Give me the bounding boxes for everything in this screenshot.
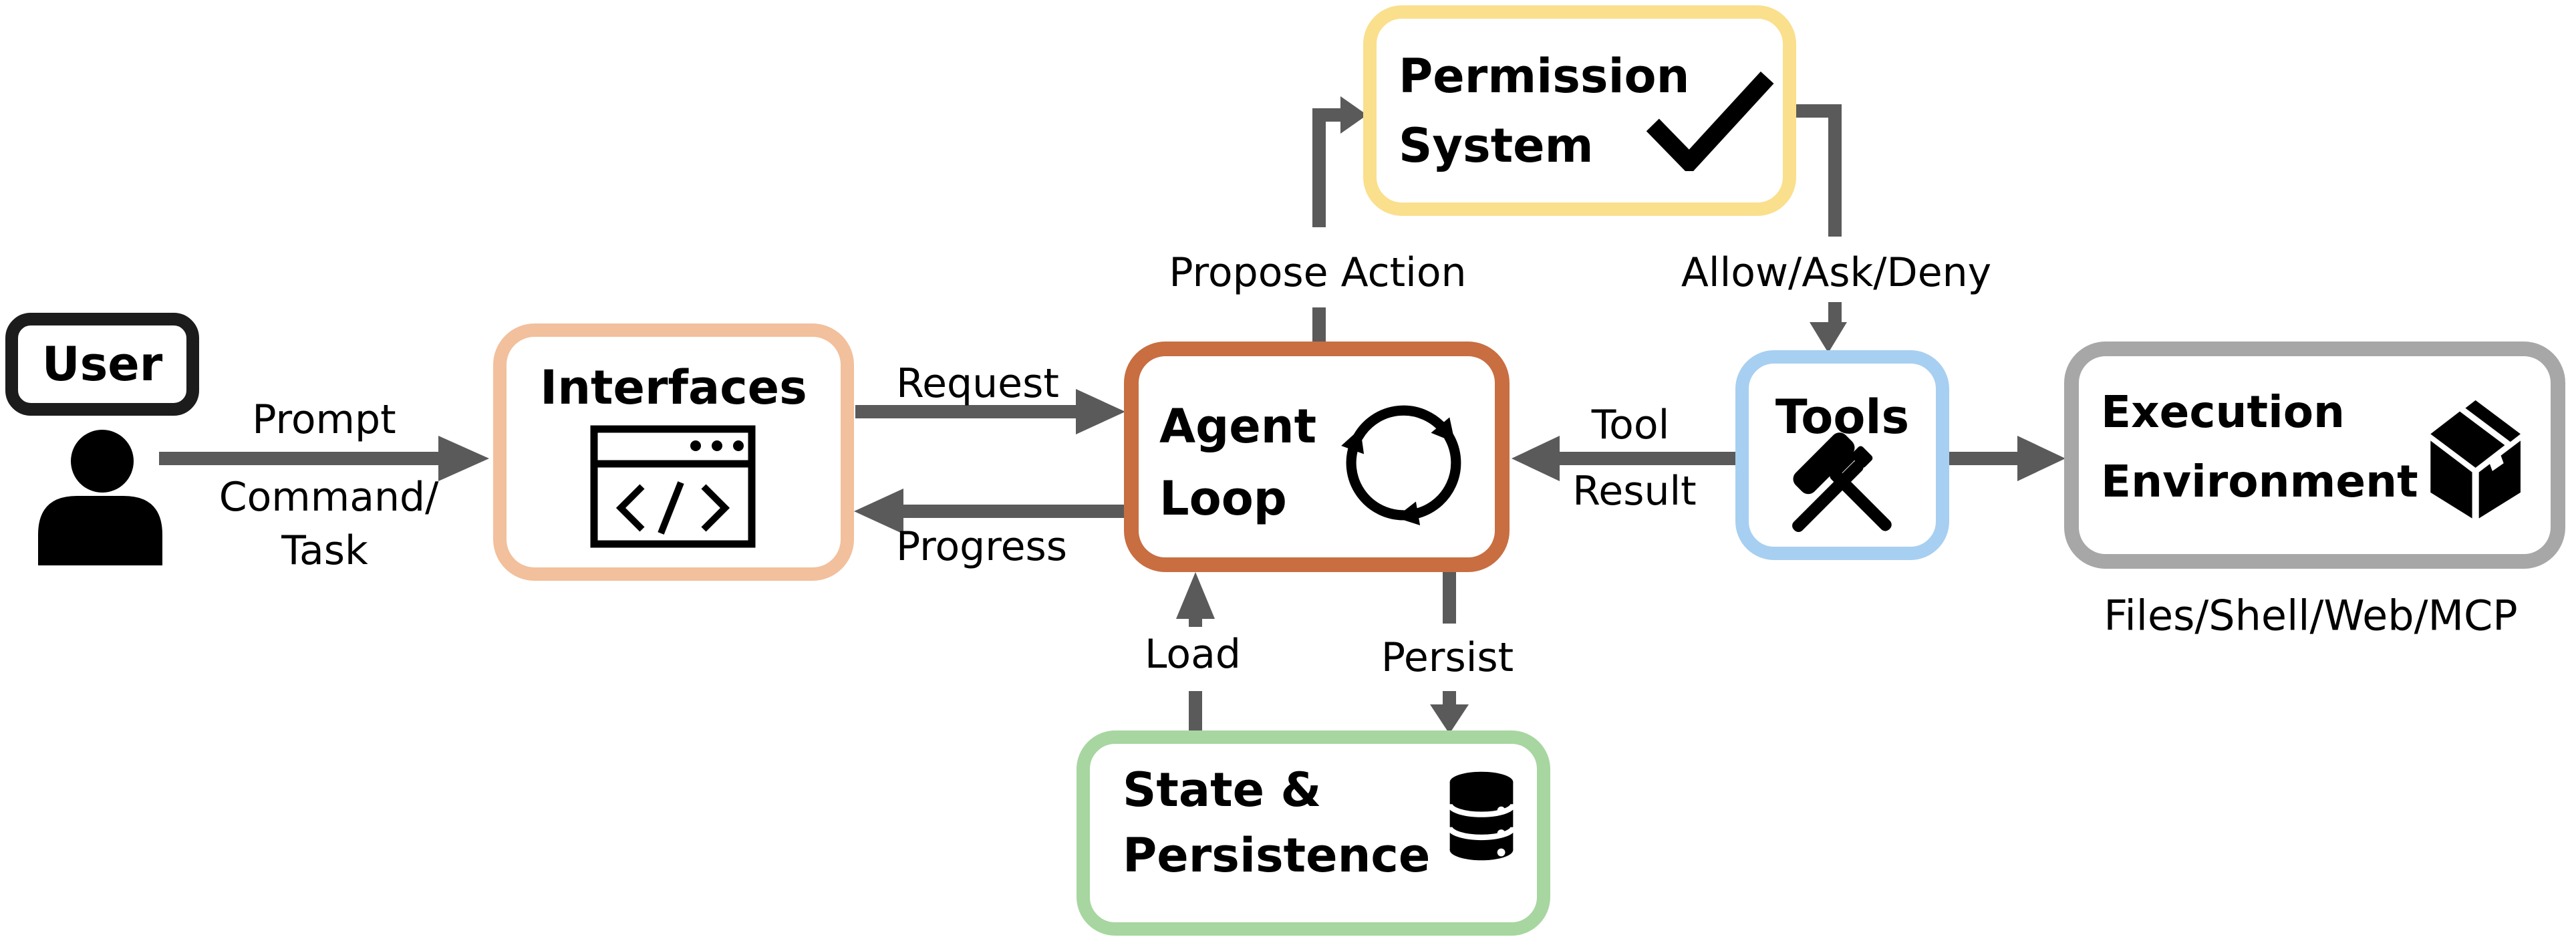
- node-user-label: User: [41, 337, 163, 392]
- node-permission-label: Permission System: [1399, 49, 1690, 173]
- request-arrow: [855, 389, 1125, 434]
- propose-action-arrow: [1312, 96, 1367, 344]
- node-agent-loop: [1124, 342, 1510, 572]
- edge-label-allow-ask-deny: Allow/Ask/Deny: [1681, 249, 1992, 296]
- cycle-arrows-icon: [1341, 405, 1461, 526]
- node-permission-system: [1363, 5, 1796, 216]
- allow-ask-deny-arrow: [1796, 104, 1847, 353]
- database-icon: [1447, 771, 1516, 861]
- prompt-arrow: [159, 436, 489, 481]
- edge-label-result: Result: [1572, 468, 1697, 515]
- person-icon: [38, 430, 162, 565]
- persist-arrow: [1430, 569, 1469, 734]
- execution-caption: Files/Shell/Web/MCP: [2104, 591, 2518, 640]
- node-state-persistence: [1077, 730, 1550, 936]
- tools-to-execution-arrow: [1949, 436, 2065, 481]
- node-execution-label: Execution Environment: [2101, 386, 2418, 507]
- progress-arrow: [854, 489, 1125, 534]
- edge-label-load: Load: [1145, 631, 1241, 678]
- edge-label-progress: Progress: [895, 523, 1068, 570]
- node-user: User: [5, 313, 199, 416]
- node-interfaces-label: Interfaces: [540, 360, 807, 415]
- checkmark-icon: [1646, 71, 1774, 171]
- tool-result-arrow: [1512, 436, 1735, 481]
- edge-label-request: Request: [896, 360, 1059, 407]
- code-window-icon: [590, 425, 756, 548]
- node-agent-loop-label: Agent Loop: [1159, 399, 1317, 526]
- edge-label-tool: Tool: [1591, 402, 1670, 448]
- edge-label-prompt: Prompt: [252, 396, 396, 443]
- node-state-label: State & Persistence: [1123, 763, 1431, 883]
- hammer-pick-icon: [1792, 432, 1892, 533]
- package-box-icon: [2430, 400, 2521, 519]
- node-tools: [1735, 350, 1949, 560]
- load-arrow: [1176, 572, 1215, 731]
- edge-label-command: Command/: [219, 474, 439, 521]
- edge-label-propose-action: Propose Action: [1169, 249, 1467, 296]
- edge-label-persist: Persist: [1381, 634, 1514, 681]
- edge-label-task: Task: [281, 527, 368, 574]
